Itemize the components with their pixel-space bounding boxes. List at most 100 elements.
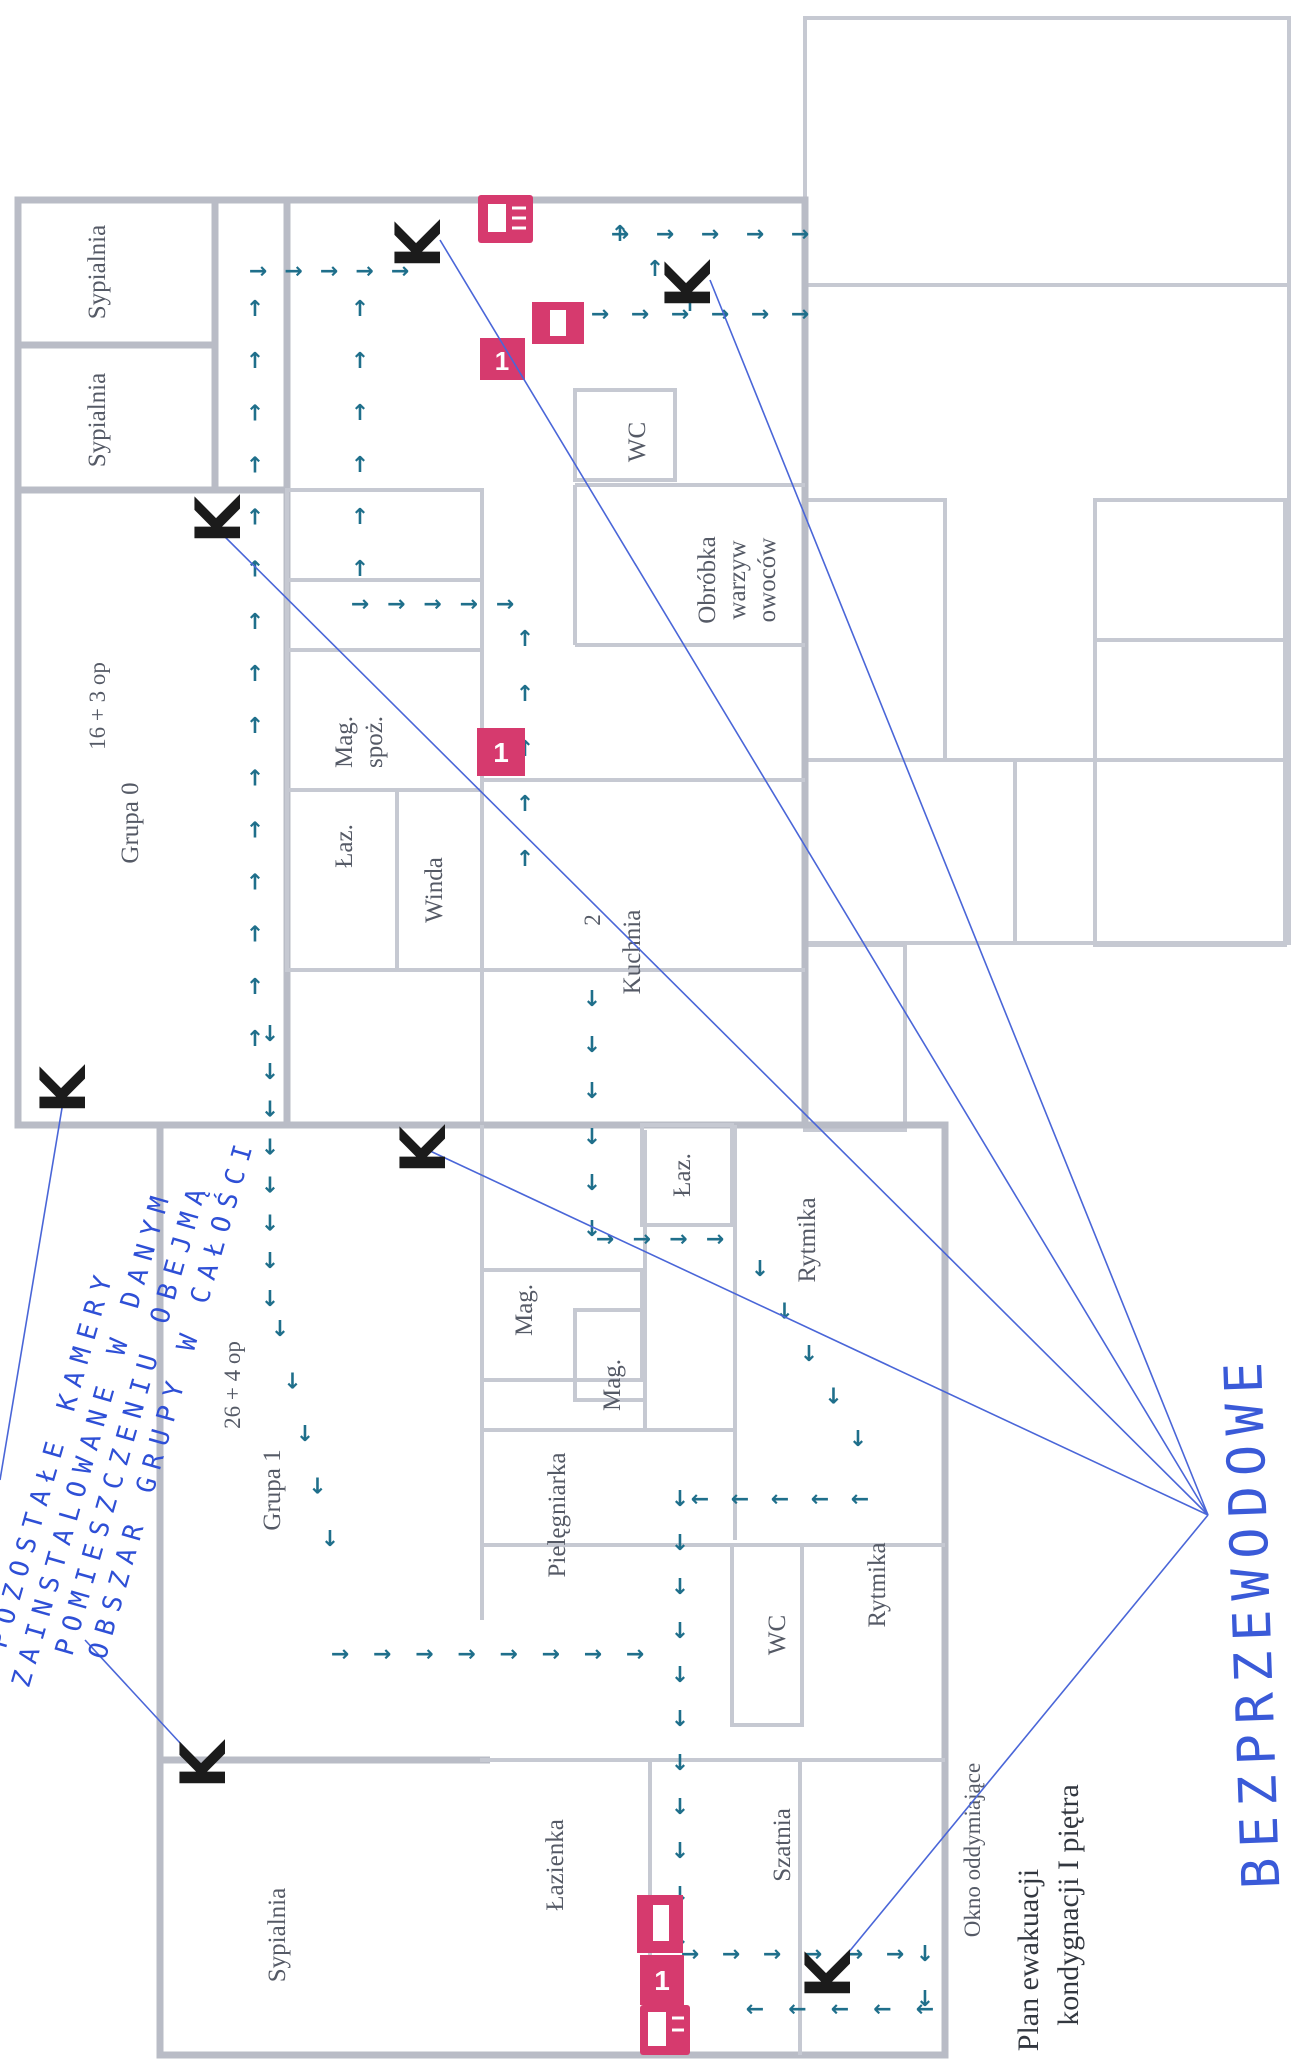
room-label-szatnia: Szatnia — [769, 1808, 796, 1882]
evacuation-arrow: ← — [746, 1997, 764, 2022]
room-label-warzyw: warzyw — [724, 540, 751, 619]
evacuation-arrow: → — [499, 1642, 517, 1667]
evacuation-arrow: → — [656, 222, 674, 247]
evacuation-arrow: ↓ — [261, 1098, 279, 1123]
evacuation-arrow: → — [355, 259, 373, 284]
evacuation-arrow: ↓ — [824, 1385, 842, 1410]
room-label-sypialnia-3: Sypialnia — [264, 1888, 291, 1982]
evacuation-arrow: ↓ — [671, 1575, 689, 1600]
evacuation-arrow: ↓ — [671, 1707, 689, 1732]
evacuation-arrow: → — [415, 1642, 433, 1667]
evacuation-arrow: ↑ — [246, 714, 264, 739]
evacuation-arrow: → — [626, 1642, 644, 1667]
door-sign-bottom — [637, 1895, 683, 1953]
evacuation-arrow: ↑ — [351, 453, 369, 478]
lower-block-outline — [156, 1121, 949, 2059]
evacuation-arrow: → — [387, 592, 405, 617]
evacuation-arrow: ← — [851, 1487, 869, 1512]
evacuation-arrow: → — [669, 1227, 687, 1252]
evacuation-arrow: ↑ — [516, 627, 534, 652]
room-label-wc-top: WC — [624, 422, 651, 462]
fire-extinguisher-sign-top — [478, 195, 533, 243]
evacuation-arrow: ↓ — [583, 1079, 601, 1104]
plan-subtitle: kondygnacji I piętra — [1052, 1784, 1085, 2026]
evacuation-arrow: ↓ — [800, 1342, 818, 1367]
evacuation-arrow: → — [584, 1642, 602, 1667]
evacuation-arrow: ↑ — [351, 297, 369, 322]
exit-sign-top-number: 1 — [495, 346, 509, 376]
evacuation-arrow: → — [845, 1942, 863, 1967]
evacuation-arrow: ↓ — [671, 1487, 689, 1512]
evacuation-arrow: ← — [916, 1997, 934, 2022]
evacuation-arrow: → — [711, 302, 729, 327]
evacuation-arrow: ← — [788, 1997, 806, 2022]
evacuation-arrow: ↓ — [583, 1171, 601, 1196]
room-label-winda: Winda — [421, 857, 448, 923]
camera-k-4: K — [27, 1064, 100, 1114]
evacuation-arrow: ↓ — [261, 1249, 279, 1274]
exit-sign-mid: 1 — [477, 728, 525, 776]
room-label-wc-mid: WC — [764, 1615, 791, 1655]
evacuation-arrow: → — [496, 592, 514, 617]
evacuation-arrow: ↑ — [516, 792, 534, 817]
evacuation-arrow: ↓ — [261, 1173, 279, 1198]
evacuation-arrow: ↑ — [516, 682, 534, 707]
evacuation-arrow: → — [791, 302, 809, 327]
evacuation-arrow: ↓ — [751, 1257, 769, 1282]
note-bottom-bezprzewodowe: BEZPRZEWODOWE — [1214, 1351, 1293, 1890]
evacuation-arrow: ↑ — [646, 257, 664, 282]
evacuation-arrow: ↓ — [583, 1217, 601, 1242]
evacuation-arrow: ↓ — [671, 1751, 689, 1776]
room-label-sypialnia-2: Sypialnia — [84, 373, 111, 467]
evacuation-arrow: → — [763, 1942, 781, 1967]
evacuation-arrow: → — [631, 302, 649, 327]
evacuation-arrow: ↑ — [351, 505, 369, 530]
upper-block-outline — [14, 196, 809, 1129]
evacuation-arrow: ↑ — [516, 847, 534, 872]
evacuation-arrow: → — [746, 222, 764, 247]
evacuation-arrow: → — [423, 592, 441, 617]
camera-sight-lines — [0, 239, 1209, 1976]
evacuation-arrow: ↑ — [246, 662, 264, 687]
evacuation-arrow: ↑ — [351, 401, 369, 426]
room-label-okno-oddymiajace: Okno oddymiające — [960, 1763, 985, 1937]
exit-sign-bottom: 1 — [640, 1955, 684, 2005]
evacuation-arrow: ← — [691, 1487, 709, 1512]
room-label-grupa-1: Grupa 1 — [259, 1449, 286, 1530]
room-label-owocow: owoców — [754, 538, 781, 623]
room-label-mag-1: Mag. — [511, 1284, 538, 1336]
camera-k-3: K — [182, 494, 255, 544]
evacuation-arrow: ↓ — [261, 1287, 279, 1312]
evacuation-arrow: ← — [831, 1997, 849, 2022]
room-label-mag-spoz-2: spoż. — [361, 716, 388, 768]
evacuation-arrow: → — [701, 222, 719, 247]
evacuation-arrow: ↓ — [321, 1527, 339, 1552]
evacuation-arrow: → — [886, 1942, 904, 1967]
fire-extinguisher-sign-bottom — [640, 2005, 690, 2055]
camera-k-7: K — [792, 1949, 865, 1999]
evacuation-arrow: → — [722, 1942, 740, 1967]
evacuation-arrow: → — [320, 259, 338, 284]
room-label-lazienka: Łazienka — [542, 1819, 569, 1911]
evacuation-arrow: ↑ — [246, 558, 264, 583]
evacuation-arrow: → — [541, 1642, 559, 1667]
camera-k-1: K — [382, 219, 455, 269]
room-label-laz-top: Łaz. — [331, 824, 358, 868]
evacuation-arrow: ↓ — [271, 1317, 289, 1342]
evacuation-arrow: ← — [771, 1487, 789, 1512]
camera-k-2: K — [652, 259, 725, 309]
room-label-sypialnia-1: Sypialnia — [84, 225, 111, 319]
exit-signs: 1 1 1 — [477, 195, 690, 2055]
evacuation-arrow: ↓ — [583, 1125, 601, 1150]
evacuation-arrow: ↑ — [246, 506, 264, 531]
evacuation-arrow: ↑ — [246, 975, 264, 1000]
evacuation-arrow: → — [591, 302, 609, 327]
evacuation-arrow: ↓ — [671, 1531, 689, 1556]
evacuation-arrow: ↓ — [261, 1136, 279, 1161]
evacuation-arrow: → — [460, 592, 478, 617]
walls — [14, 16, 1291, 2059]
evacuation-arrow: ← — [873, 1997, 891, 2022]
room-capacity-grupa-1: 26 + 4 op — [220, 1341, 245, 1429]
evacuation-arrow: → — [596, 1227, 614, 1252]
